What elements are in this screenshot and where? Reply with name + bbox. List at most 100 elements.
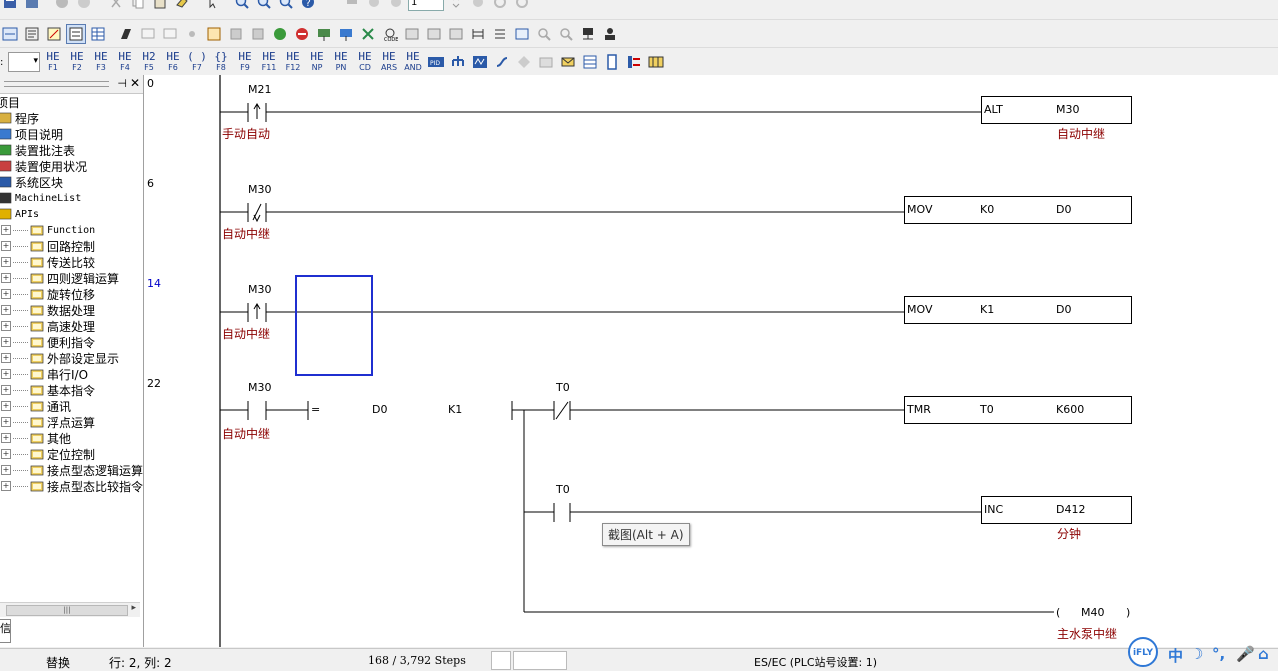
code-icon[interactable]: CODE: [380, 24, 400, 44]
expand-icon[interactable]: +: [1, 321, 11, 331]
pin-icon[interactable]: ⊣: [117, 77, 127, 90]
api-group-item[interactable]: +传送比较: [0, 254, 143, 270]
fkey-2[interactable]: HEF3: [90, 51, 112, 73]
scroll-right-icon[interactable]: ▸: [131, 603, 136, 613]
step-input[interactable]: [408, 0, 444, 11]
expand-icon[interactable]: +: [1, 225, 11, 235]
instruction-box[interactable]: MOVK0D0: [904, 196, 1132, 224]
stop-icon[interactable]: [292, 24, 312, 44]
instruction-box[interactable]: TMRT0K600: [904, 396, 1132, 424]
ladder-edit-icon[interactable]: [468, 24, 488, 44]
device-list-icon[interactable]: [204, 24, 224, 44]
comment2-icon[interactable]: [160, 24, 180, 44]
script-icon[interactable]: [116, 24, 136, 44]
fkey-15[interactable]: HEAND: [402, 51, 424, 73]
module-icon[interactable]: [646, 52, 666, 72]
grid-icon[interactable]: [536, 52, 556, 72]
api-group-item[interactable]: +通讯: [0, 398, 143, 414]
horizontal-scrollbar[interactable]: ||| ▸: [0, 602, 140, 617]
expand-icon[interactable]: +: [1, 385, 11, 395]
save-icon[interactable]: [0, 0, 20, 12]
api-group-item[interactable]: +高速处理: [0, 318, 143, 334]
monitor3-icon[interactable]: [424, 24, 444, 44]
tree-item[interactable]: 装置使用状况: [0, 158, 143, 174]
list-icon[interactable]: [490, 24, 510, 44]
diamond-icon[interactable]: [514, 52, 534, 72]
api-group-item[interactable]: +便利指令: [0, 334, 143, 350]
contact-device[interactable]: M30: [248, 381, 272, 394]
s-curve-icon[interactable]: [492, 52, 512, 72]
api-group-item[interactable]: +旋转位移: [0, 286, 143, 302]
fkey-11[interactable]: HENP: [306, 51, 328, 73]
compare-icon[interactable]: [358, 24, 378, 44]
paste-icon[interactable]: [150, 0, 170, 12]
api-group-item[interactable]: +Function: [0, 222, 143, 238]
fkey-0[interactable]: HEF1: [42, 51, 64, 73]
io-icon[interactable]: [624, 52, 644, 72]
api-group-item[interactable]: +回路控制: [0, 238, 143, 254]
fkey-5[interactable]: HEF6: [162, 51, 184, 73]
scrollbar-thumb[interactable]: |||: [6, 605, 128, 616]
ime-logo[interactable]: iFLY: [1128, 637, 1158, 667]
ladder-editor[interactable]: 061422: [144, 75, 1278, 647]
cut-icon[interactable]: [106, 0, 126, 12]
sync-icon[interactable]: [490, 0, 510, 12]
api-group-item[interactable]: +数据处理: [0, 302, 143, 318]
punctuation-icon[interactable]: °,: [1212, 645, 1225, 663]
expand-icon[interactable]: +: [1, 257, 11, 267]
expand-icon[interactable]: +: [1, 433, 11, 443]
fkey-9[interactable]: HEF11: [258, 51, 280, 73]
replace-icon[interactable]: [556, 24, 576, 44]
instruction-box[interactable]: ALTM30: [981, 96, 1132, 124]
device-icon[interactable]: [602, 52, 622, 72]
redo-icon[interactable]: [74, 0, 94, 12]
search-icon[interactable]: [534, 24, 554, 44]
tree-item[interactable]: 程序: [0, 110, 143, 126]
api-group-item[interactable]: +浮点运算: [0, 414, 143, 430]
save-all-icon[interactable]: [22, 0, 42, 12]
contact-device[interactable]: M30: [248, 183, 272, 196]
insert-icon[interactable]: [342, 0, 362, 12]
sfc-view-icon[interactable]: [44, 24, 64, 44]
fkey-10[interactable]: HEF12: [282, 51, 304, 73]
tree-item[interactable]: 系统区块: [0, 174, 143, 190]
coil-device[interactable]: M40: [1081, 606, 1105, 619]
contact-device[interactable]: M21: [248, 83, 272, 96]
zoom-fit-icon[interactable]: [276, 0, 296, 12]
panel-grip[interactable]: [4, 81, 109, 87]
pointer-icon[interactable]: [202, 0, 222, 12]
expand-icon[interactable]: +: [1, 369, 11, 379]
comment-icon[interactable]: [138, 24, 158, 44]
tree-item[interactable]: 项目说明: [0, 126, 143, 142]
api-group-item[interactable]: +基本指令: [0, 382, 143, 398]
tree-root[interactable]: 项目: [0, 94, 143, 110]
api-group-item[interactable]: +其他: [0, 430, 143, 446]
refresh-icon[interactable]: [512, 0, 532, 12]
api-group-item[interactable]: +定位控制: [0, 446, 143, 462]
delete-icon[interactable]: [468, 0, 488, 12]
expand-icon[interactable]: +: [1, 289, 11, 299]
network-tree-icon[interactable]: [448, 52, 468, 72]
mail-icon[interactable]: [558, 52, 578, 72]
contact-device[interactable]: M30: [248, 283, 272, 296]
fkey-12[interactable]: HEPN: [330, 51, 352, 73]
edit-cursor[interactable]: [295, 275, 373, 376]
upload-icon[interactable]: [336, 24, 356, 44]
monitor4-icon[interactable]: [446, 24, 466, 44]
break-icon[interactable]: [386, 0, 406, 12]
fkey-1[interactable]: HEF2: [66, 51, 88, 73]
expand-icon[interactable]: +: [1, 353, 11, 363]
zoom-in-icon[interactable]: [232, 0, 252, 12]
microphone-icon[interactable]: 🎤: [1236, 645, 1255, 663]
instruction-box[interactable]: MOVK1D0: [904, 296, 1132, 324]
expand-icon[interactable]: +: [1, 241, 11, 251]
user-icon[interactable]: [600, 24, 620, 44]
ime-lang[interactable]: 中: [1168, 645, 1183, 666]
online-icon[interactable]: [270, 24, 290, 44]
api-group-item[interactable]: +外部设定显示: [0, 350, 143, 366]
undo-icon[interactable]: [52, 0, 72, 12]
instruction-box[interactable]: INCD412: [981, 496, 1132, 524]
fkey-6[interactable]: ( )F7: [186, 51, 208, 73]
help-icon[interactable]: ?: [298, 0, 318, 12]
shirt-icon[interactable]: ⌂: [1258, 645, 1269, 663]
